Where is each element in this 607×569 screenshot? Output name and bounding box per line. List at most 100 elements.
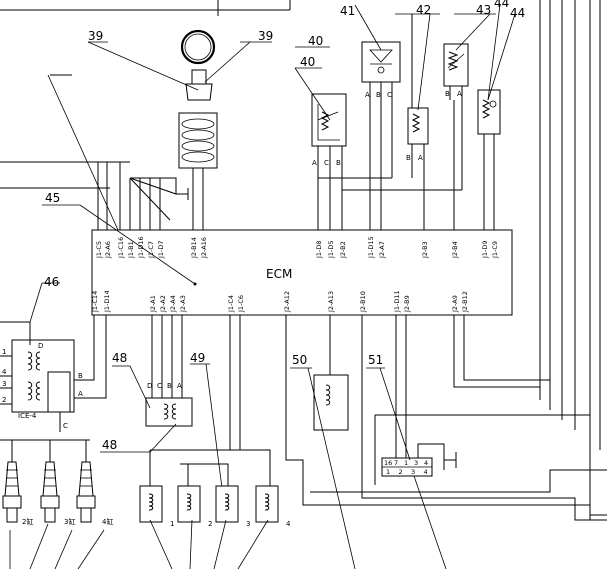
connector-51-pin-top: 1 (404, 459, 408, 467)
leader-45-top (47, 74, 119, 231)
leader-plug-2 (29, 523, 49, 569)
ignition-coil-number: 2 (208, 520, 212, 528)
leader-39b (204, 41, 251, 83)
leader-50 (307, 367, 356, 569)
ecm-bottom-pin-label: J2-B10 (359, 291, 367, 313)
ignition-46-coil-2 (35, 351, 41, 371)
ecm-top-pin-label: J1-C9 (491, 241, 499, 259)
ecm-bottom-pin-label: J1-C4 (227, 295, 235, 313)
leader-plug-3 (54, 529, 73, 569)
ecm-top-pin-label: J2-B3 (421, 241, 429, 259)
ecm-bottom-pin-label: J2-B9 (403, 295, 411, 313)
leader-49 (205, 363, 223, 489)
sensor-39-ring (180, 29, 216, 65)
ecm-bottom-pin-label: J1-D14 (103, 290, 111, 313)
connector-51-pin-top: 7 (394, 459, 398, 467)
ignition-coil-winding (224, 493, 230, 511)
plug-label-4: 4缸 (102, 517, 113, 526)
ground-39 (130, 177, 188, 195)
callout-51: 51 (368, 353, 383, 367)
ecm-top-pin-label: J2-A7 (378, 241, 386, 259)
callout-44-top: 44 (494, 0, 509, 10)
ignition-coil-number: 4 (286, 520, 291, 528)
leader-51-down (413, 475, 447, 569)
ignition-coil-number: 1 (170, 520, 174, 528)
sensor-43-arrow (447, 53, 465, 69)
letter-46-c: C (63, 422, 68, 430)
ecm-top-pin-label: J1-D15 (367, 236, 375, 259)
spark-plug-boot (78, 461, 94, 497)
letter-48-c: C (157, 382, 162, 390)
ecm-top-pin-label: J1-C16 (117, 237, 125, 259)
ignition-coil-winding (264, 493, 270, 511)
spark-plug-hex (76, 495, 96, 509)
connector-51-pin-top: 3 (414, 459, 418, 467)
sensor-40-box (311, 93, 347, 147)
ecm-top-pin-label: J1-D9 (481, 240, 489, 259)
ecm-bottom-pin-label: J2-A3 (179, 295, 187, 313)
ecm-top-pin-label: J2-B14 (190, 237, 198, 259)
letter-41-c: C (387, 91, 392, 99)
wire-c16 (119, 161, 130, 230)
connector-51-pin-top: 4 (424, 459, 428, 467)
connector-51-pin-bottom: 2 (399, 468, 403, 476)
letter-43-a: A (457, 90, 462, 98)
sensor-42-box (407, 107, 429, 145)
ignition-coils: 1 2 3 4 (139, 485, 291, 528)
ecm-top-pin-label: J1-D7 (157, 240, 165, 259)
sensor-40-coil (320, 111, 330, 131)
letter-46-a: A (78, 390, 83, 398)
leader-coil-3 (213, 519, 227, 569)
sensor-41-dot (377, 66, 385, 74)
letter-41-a: A (365, 91, 370, 99)
leader-45 (79, 204, 196, 285)
letter-46-d: D (38, 342, 43, 350)
wire-b12 (463, 315, 550, 381)
ecm-block (91, 229, 513, 316)
leader-43 (455, 13, 491, 51)
leader-48-top (112, 365, 151, 409)
connector-51-pin-bottom: 1 (386, 468, 390, 476)
letter-41-b: B (376, 91, 381, 99)
wire-coil-bus (150, 449, 271, 486)
ignition-coil-number: 3 (246, 520, 250, 528)
sensor-43-coil (447, 51, 459, 71)
sensor-44-dot (489, 100, 497, 108)
callout-50: 50 (292, 353, 307, 367)
ignition-coil (177, 485, 201, 523)
sensor-39-ring-3 (181, 140, 215, 152)
plug-label-3: 3缸 (64, 517, 75, 526)
spark-plug-hex (40, 495, 60, 509)
ecm-bottom-pin-label: J2-A1 (149, 295, 157, 313)
ignition-46-coil-1 (27, 351, 33, 371)
sensor-40-frame (317, 104, 340, 141)
wire-a9 (453, 315, 540, 388)
ice-label: ICE-4 (18, 412, 37, 420)
leader-39a (87, 41, 199, 91)
ignition-46-coil-4 (35, 381, 41, 401)
callout-43: 43 (476, 3, 491, 17)
letter-42-b: B (406, 154, 411, 162)
letter-46-2: 2 (2, 396, 6, 404)
spark-plug-tip (6, 507, 18, 523)
ignition-coil-winding (148, 493, 154, 511)
wire-46-b (74, 315, 95, 381)
wire-fan (129, 177, 177, 195)
sensor-42-coil (411, 113, 421, 133)
ignition-coil (255, 485, 279, 523)
leader-46 (29, 282, 43, 323)
leader-41 (354, 4, 382, 51)
spark-plug-tip (80, 507, 92, 523)
callout-49: 49 (190, 351, 205, 365)
ignition-46-module (47, 371, 71, 413)
callout-46: 46 (44, 275, 59, 289)
letter-46-1: 1 (2, 348, 6, 356)
callout-40-top: 40 (308, 34, 323, 48)
connector-51-pin-top: 16 (384, 459, 392, 467)
callout-39-left: 39 (88, 29, 103, 43)
letter-46-4: 4 (2, 368, 7, 376)
callout-44: 44 (510, 6, 525, 20)
ecm-bottom-pin-label: J2-A2 (159, 295, 167, 313)
callout-40-mid: 40 (300, 55, 315, 69)
